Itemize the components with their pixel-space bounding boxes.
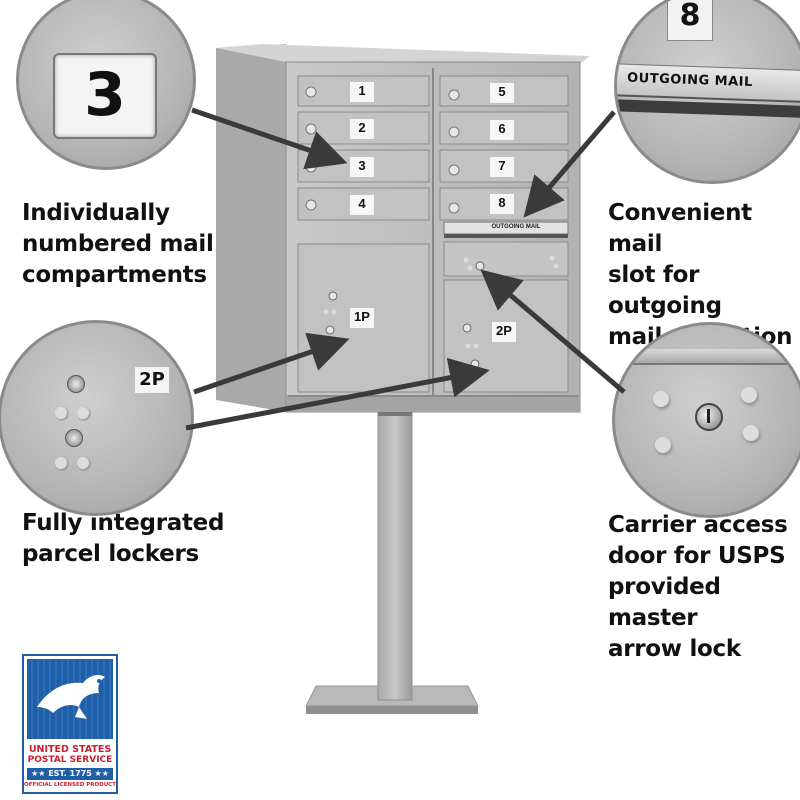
zoom-parcel-rivet [55,407,67,419]
pedestal-base-edge [306,706,478,714]
usps-logo: UNITED STATES POSTAL SERVICE ★★ EST. 177… [22,654,118,794]
callout-outgoing-line1: Convenient mail [608,200,752,257]
door-label-2: 2 [358,120,366,135]
zoom-number-plate: 3 [53,53,157,139]
door-label-1: 1 [358,83,366,98]
arrow-carrier [480,269,626,394]
usps-logo-stamp [27,659,113,739]
callout-carrier-line2: door for USPS [608,543,786,569]
parcel-label-2p: 2P [496,323,512,338]
door-label-7: 7 [498,158,506,173]
zoom-carrier-rivet [741,387,757,403]
callout-carrier-line3: provided master [608,574,721,631]
zoom-parcel-label-plate: 2P [135,367,169,393]
zoom-carrier-keyhole [707,409,710,423]
callout-compartments-line2: numbered mail [22,231,214,257]
eagle-icon [37,675,105,719]
usps-logo-line3: ★★ EST. 1775 ★★ [31,769,109,778]
callout-outgoing-line2: slot for outgoing [608,262,722,319]
slot-label: OUTGOING MAIL [491,224,541,230]
zoom-parcel-label: 2P [139,369,165,390]
zoom-carrier-lock [695,403,723,431]
zoom-carrier-rivet [655,437,671,453]
callout-carrier-line4: arrow lock [608,636,741,662]
callout-carrier: Carrier access door for USPS provided ma… [608,510,800,665]
arrow-compartments [191,107,348,170]
zoom-circle-carrier [612,322,800,518]
door-label-3: 3 [358,158,366,173]
zoom-parcel-rivet [77,407,89,419]
zoom-parcel-rivet [77,457,89,469]
callout-compartments-line3: compartments [22,262,207,288]
door-label-4: 4 [358,196,366,211]
door-label-8: 8 [498,195,506,210]
arrow-outgoing [523,110,616,218]
zoom-carrier-rivet [653,391,669,407]
zoom-outgoing-number-plate: 8 [667,0,713,41]
mailbox-top [216,44,590,64]
zoom-circle-compartment: 3 [16,0,196,170]
door-label-6: 6 [498,121,506,136]
zoom-carrier-top-edge [615,349,800,365]
callout-parcel-line1: Fully integrated [22,510,225,536]
usps-logo-est-bar: ★★ EST. 1775 ★★ [27,768,113,780]
zoom-outgoing-number: 8 [679,0,701,33]
usps-logo-line2: POSTAL SERVICE [27,755,113,765]
callout-parcel-line2: parcel lockers [22,541,199,567]
zoom-parcel-lock-top [67,375,85,393]
door-label-5: 5 [498,84,506,99]
zoom-compartment-number: 3 [84,60,126,130]
pedestal-post [377,409,413,701]
parcel-label-1p: 1P [354,309,370,324]
zoom-circle-parcel: 2P [0,320,194,516]
callout-compartments-line1: Individually [22,200,170,226]
arrow-parcel-2p [185,357,490,431]
callout-parcel: Fully integrated parcel lockers [22,508,224,570]
usps-logo-line1: UNITED STATES [28,744,112,755]
zoom-circle-outgoing: 8 OUTGOING MAIL [614,0,800,184]
usps-logo-line4: OFFICIAL LICENSED PRODUCT [24,782,116,788]
arrow-parcel-1p [193,332,350,395]
callout-compartments: Individually numbered mail compartments [22,198,214,291]
zoom-carrier-rivet [743,425,759,441]
zoom-parcel-rivet [55,457,67,469]
zoom-parcel-lock-bottom [65,429,83,447]
